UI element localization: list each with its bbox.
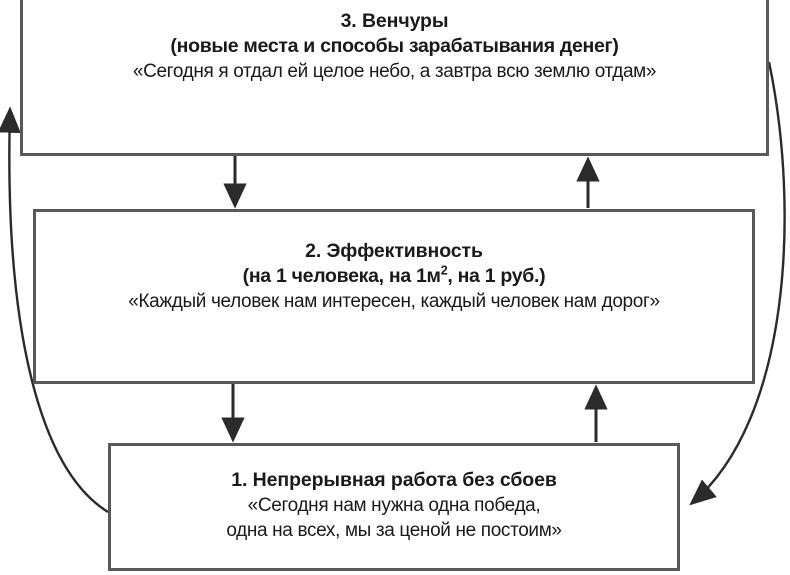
- node-nepreryvnaya-quote-line-2: одна на всех, мы за ценой не постоим»: [226, 520, 562, 541]
- node-venchury-title: 3. Венчуры: [340, 10, 449, 32]
- node-box-nepreryvnaya[interactable]: 1. Непрерывная работа без сбоев «Сегодня…: [108, 443, 680, 571]
- node-nepreryvnaya-title: 1. Непрерывная работа без сбоев: [231, 469, 557, 491]
- node-nepreryvnaya-quote-line-1: «Сегодня нам нужна одна победа,: [247, 495, 541, 516]
- node-effektivnost-title: 2. Эффективность: [305, 240, 483, 262]
- node-effektivnost-quote-line-1: «Каждый человек нам интересен, каждый че…: [128, 291, 660, 312]
- node-effektivnost-subtitle-part-1: (на 1 человека, на 1м: [242, 265, 441, 287]
- node-effektivnost-subtitle-part-2: , на 1 руб.): [447, 265, 546, 287]
- node-venchury-quote-line-1: «Сегодня я отдал ей целое небо, а завтра…: [132, 61, 657, 82]
- node-effektivnost-subtitle-superscript: 2: [440, 263, 448, 278]
- node-venchury-subtitle: (новые места и способы зарабатывания ден…: [170, 35, 619, 57]
- node-box-effektivnost[interactable]: 2. Эффективность (на 1 человека, на 1м2,…: [33, 209, 755, 384]
- node-box-venchury[interactable]: 3. Венчуры (новые места и способы зараба…: [20, 0, 769, 156]
- node-effektivnost-subtitle: (на 1 человека, на 1м2, на 1 руб.): [243, 264, 546, 289]
